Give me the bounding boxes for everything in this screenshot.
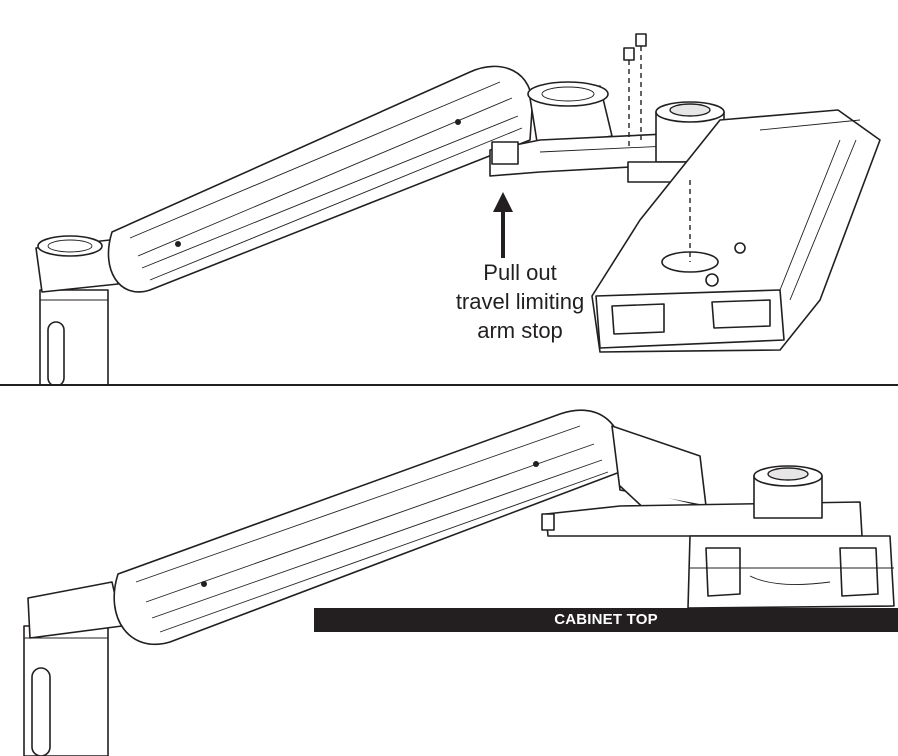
base-post (35, 235, 119, 386)
step-panel-remove-arm-stop: Pull out travel limiting arm stop (35, 33, 881, 386)
tray-profile (687, 535, 895, 609)
callout-line-1: Pull out (483, 260, 557, 285)
arm-tube (113, 409, 623, 645)
elbow-joint (611, 425, 707, 515)
cabinet-top-label: CABINET TOP (314, 608, 898, 632)
tray-mechanism (591, 109, 881, 353)
elbow-joint (527, 81, 613, 149)
rotation-hub (753, 465, 823, 519)
arm-tube (107, 65, 533, 293)
mounting-screws (623, 33, 647, 150)
callout-line-2: travel limiting (455, 289, 585, 314)
base-post (23, 581, 123, 756)
panel-divider (0, 384, 898, 387)
arm-assembly-illustration-top (35, 33, 881, 386)
arm-stop-callout: Pull out travel limiting arm stop (400, 258, 640, 345)
step-panel-lowered-arm: CABINET TOP (0, 386, 898, 756)
arm-assembly-illustration-bottom (23, 409, 895, 756)
callout-line-3: arm stop (477, 318, 563, 343)
up-arrow-icon (493, 192, 513, 258)
